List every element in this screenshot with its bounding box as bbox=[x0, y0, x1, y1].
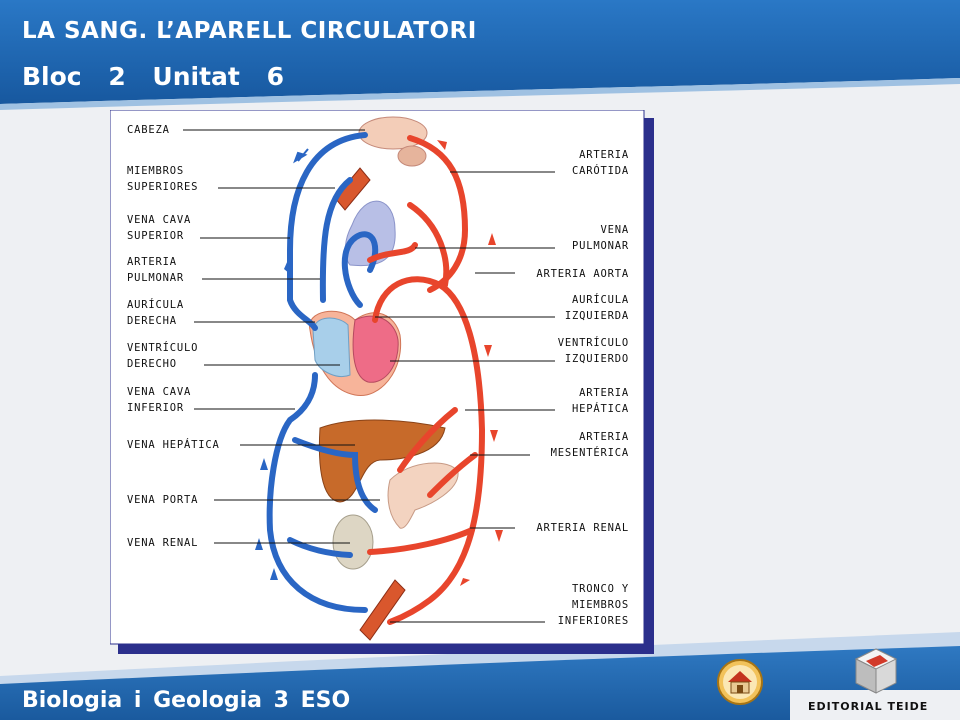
slide-title: LA SANG. L’APARELL CIRCULATORI bbox=[22, 18, 477, 44]
label-vena-hepatica: VENA HEPÁTICA bbox=[127, 438, 220, 451]
flow-arrows bbox=[255, 140, 503, 586]
label-arteria-aorta: ARTERIA AORTA bbox=[536, 268, 629, 280]
teide-logo-icon bbox=[854, 648, 898, 694]
footer-course-title: Biologia i Geologia 3 ESO bbox=[22, 688, 351, 713]
publisher-name: EDITORIAL TEIDE bbox=[808, 700, 929, 713]
arteries bbox=[367, 135, 486, 625]
house-icon bbox=[728, 671, 752, 694]
home-button[interactable] bbox=[716, 658, 764, 706]
leader-lines bbox=[183, 129, 555, 623]
veins bbox=[266, 132, 379, 613]
kidney-icon bbox=[332, 514, 374, 570]
liver-icon bbox=[318, 419, 446, 503]
label-arteria-renal: ARTERIA RENAL bbox=[536, 522, 629, 534]
label-cabeza: CABEZA bbox=[127, 124, 170, 136]
slide-subtitle: Bloc 2 Unitat 6 bbox=[22, 62, 284, 91]
label-vena-porta: VENA PORTA bbox=[127, 494, 198, 506]
label-vena-renal: VENA RENAL bbox=[127, 537, 198, 549]
intestine-icon bbox=[387, 462, 459, 529]
brain-icon bbox=[358, 116, 428, 150]
leg-muscle-icon bbox=[359, 579, 406, 641]
